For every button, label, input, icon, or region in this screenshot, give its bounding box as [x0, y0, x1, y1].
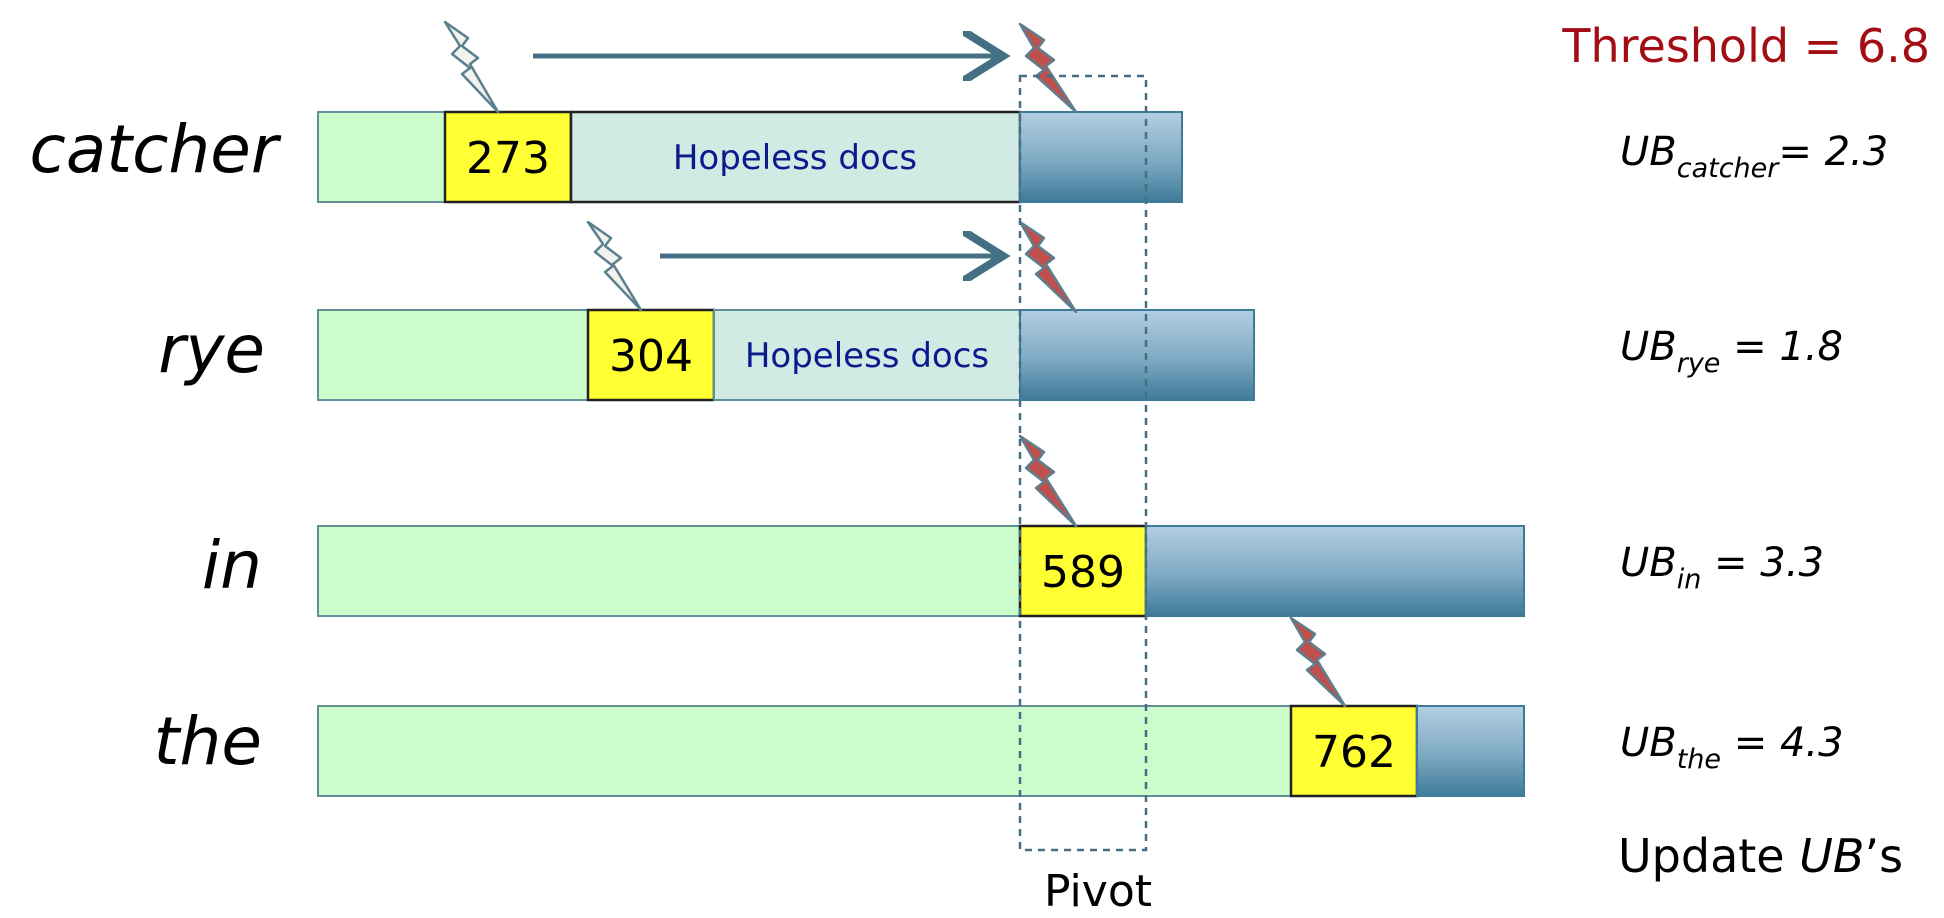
upper-bound-subscript: rye [1677, 348, 1721, 379]
upper-bound-symbol: UB [1620, 324, 1677, 370]
upper-bound-symbol: UB [1620, 720, 1677, 766]
upper-bound-label: UBin = 3.3 [1620, 540, 1824, 595]
term-row-rye: rye 304 Hopeless docs UBrye = 1.8 [158, 220, 1843, 402]
posting-list-bar: 273 Hopeless docs [317, 110, 1183, 204]
processed-segment [317, 111, 446, 203]
remaining-segment [1019, 309, 1255, 401]
upper-bound-label: UBthe = 4.3 [1620, 720, 1844, 775]
current-doc-id: 304 [609, 331, 693, 382]
term-word: rye [158, 311, 265, 388]
term-row-in: in 589 UBin = 3.3 [202, 434, 1824, 618]
upper-bound-value: = 4.3 [1721, 720, 1844, 766]
upper-bound-subscript: the [1677, 744, 1721, 775]
current-doc-box [1289, 704, 1419, 798]
lightning-bolt-icon [1018, 22, 1078, 114]
term-word: in [202, 527, 262, 604]
posting-list-bar: 762 [317, 704, 1525, 798]
processed-segment [317, 525, 1021, 617]
upper-bound-label: UBcatcher= 2.3 [1620, 129, 1888, 184]
lightning-bolt-icon [443, 20, 500, 114]
term-word: the [154, 703, 262, 780]
processed-segment [317, 309, 589, 401]
upper-bound-subscript: in [1677, 564, 1702, 595]
remaining-segment [1145, 525, 1525, 617]
hopeless-docs-label: Hopeless docs [745, 336, 989, 376]
threshold-label: Threshold = 6.8 [1561, 19, 1930, 73]
update-ub-symbol: UB [1799, 829, 1864, 883]
update-ub-note: Update UB’s [1618, 829, 1903, 883]
upper-bound-label: UBrye = 1.8 [1620, 324, 1843, 379]
upper-bound-symbol: UB [1620, 129, 1677, 175]
remaining-segment [1019, 111, 1183, 203]
upper-bound-symbol: UB [1620, 540, 1677, 586]
posting-list-bar: 304 Hopeless docs [317, 308, 1255, 402]
pivot-box [1018, 74, 1148, 852]
upper-bound-value: = 3.3 [1701, 540, 1824, 586]
lightning-bolt-icon [1289, 616, 1347, 708]
current-doc-id: 273 [466, 133, 550, 184]
pivot-label: Pivot [1044, 866, 1152, 917]
update-ub-prefix: Update [1618, 829, 1799, 883]
current-doc-box [443, 110, 573, 204]
term-word: catcher [30, 111, 282, 188]
hopeless-docs-segment [569, 110, 1022, 204]
hopeless-docs-label: Hopeless docs [673, 138, 917, 178]
lightning-bolt-icon [586, 220, 643, 312]
lightning-bolt-icon [1018, 220, 1078, 314]
current-doc-id: 589 [1041, 547, 1125, 598]
posting-list-bar: 589 [317, 524, 1525, 618]
lightning-bolt-icon [1018, 434, 1078, 528]
hopeless-docs-segment [713, 309, 1021, 401]
update-ub-suffix: ’s [1864, 829, 1903, 883]
current-doc-box [586, 308, 716, 402]
upper-bound-value: = 1.8 [1720, 324, 1843, 370]
processed-segment [317, 705, 1292, 797]
upper-bound-subscript: catcher [1677, 153, 1781, 184]
term-row-catcher: catcher 273 Hopeless docs UBcatcher= 2.3 [30, 20, 1888, 204]
remaining-segment [1416, 705, 1525, 797]
term-row-the: the 762 UBthe = 4.3 [154, 616, 1844, 798]
current-doc-id: 762 [1312, 727, 1396, 778]
upper-bound-value: = 2.3 [1778, 129, 1888, 175]
